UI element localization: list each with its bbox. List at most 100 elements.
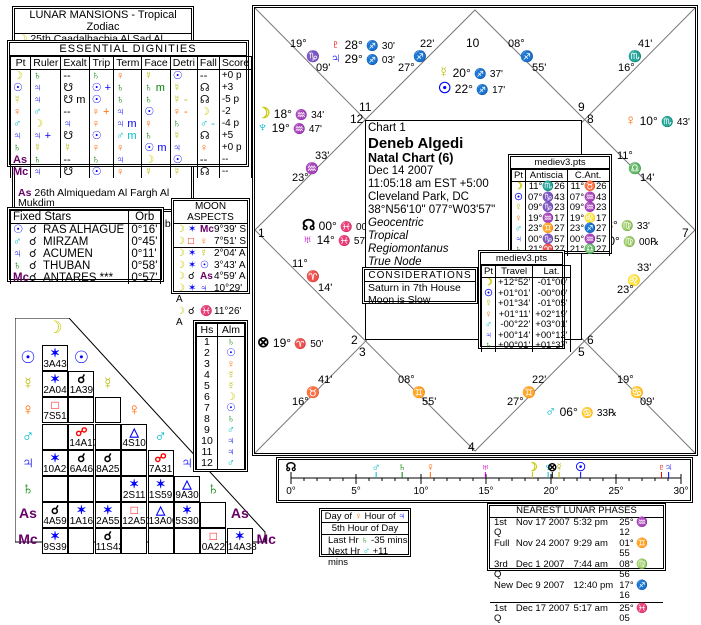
antiscia-title: mediev3.pts	[511, 157, 609, 169]
dignity-cell: ♀ +	[88, 106, 115, 118]
aspect-cell: △9A30	[174, 476, 200, 502]
planet-icon: ☉	[511, 192, 526, 203]
column-header: Ruler	[30, 56, 62, 70]
almuten-icon: ♃	[216, 436, 246, 447]
chart-planet: ♀ 10° ♏ 43'	[625, 112, 690, 129]
house-number: 1	[258, 226, 265, 240]
ruler-planet-icon: ♇	[657, 460, 666, 474]
phase-name: 1st Q	[494, 516, 507, 538]
column-header: Orb	[128, 210, 161, 224]
aspect-cell: ✶9S39	[42, 528, 68, 555]
day-hour-row: Day of ♀ Hour of ♃	[322, 511, 408, 523]
cusp-label: 09'	[640, 396, 655, 408]
dignity-cell: As	[9, 154, 32, 166]
aspect-grid-frame	[15, 318, 266, 543]
chart-planet: ☿ 20° ♐ 37'	[438, 64, 503, 81]
planet-icon: Mc	[13, 272, 29, 284]
last-hour-value: -35 mins	[371, 535, 408, 546]
almuten-icon: ☿	[216, 381, 246, 392]
cusp-label: 08°	[508, 38, 525, 50]
moon-aspects-list: ☽✶Mc9°39' S☽□♀7°51' S☽✶☿2°04' A☽✶☉3°43' …	[174, 224, 247, 329]
column-header: Term	[113, 56, 143, 70]
mansion-point-icon: ☽	[18, 33, 28, 45]
planet-sign: ♍	[623, 237, 636, 248]
aspect-cell: ✶2A55	[94, 502, 121, 529]
aspect-icon: ✶	[188, 248, 197, 259]
dignity-cell: ☉ m	[141, 142, 171, 154]
column-header: Pt	[9, 56, 32, 70]
dignity-cell: ♀	[88, 118, 115, 130]
dignity-row: As♄--♄♃☽☉----	[9, 154, 253, 166]
aspect-cell: ☌4A59	[42, 502, 68, 529]
chart-planet: ⊗ 19° ♈ 50'	[257, 333, 323, 351]
dignity-cell: ♂	[30, 106, 62, 118]
diagonal-planet-icon: ♀	[127, 400, 141, 420]
dignity-cell: ☊	[196, 130, 220, 142]
column-header: Travel	[494, 265, 534, 278]
house-number: 8	[587, 112, 594, 126]
aspect-icon: ✶	[49, 346, 61, 360]
phase-time: 7:44 am	[573, 558, 608, 570]
cusp-label: 23°	[617, 284, 634, 296]
dignity-cell: ♀ -	[169, 106, 198, 118]
dignity-cell: ☉	[169, 69, 198, 82]
aspect-orb: 2°04' A	[214, 248, 246, 259]
diagonal-planet-icon: ♂	[154, 426, 167, 446]
cusp-label: 19°	[617, 374, 634, 386]
dignity-cell: --	[218, 154, 253, 166]
aspect-orb: 7°51' S	[214, 235, 247, 247]
fixed-star-row: Mc☌ANTARES ***0°57'	[9, 272, 161, 284]
mansion-name: 26th Almiquedam Al Fargh Al Mukdim	[18, 186, 170, 209]
star-orb: 0°57'	[128, 272, 161, 284]
diagonal-planet-icon: ☿	[101, 374, 115, 394]
planet-icon: ☉	[200, 259, 209, 271]
aspect-cell: ✶2A04	[42, 371, 68, 398]
phase-time: 5:32 pm	[573, 516, 608, 528]
aspect-orb: 0A22	[201, 542, 226, 554]
house-number: 7	[682, 226, 689, 240]
house-number: 2	[351, 333, 358, 347]
ruler-tick-label: 5°	[351, 486, 361, 497]
dignity-cell: ♃	[30, 82, 62, 94]
dignity-cell: ☽	[30, 118, 62, 130]
planet-degree: 10°	[639, 114, 658, 128]
planet-sign: ♐	[474, 69, 487, 80]
day-of-label: Day of	[324, 511, 353, 522]
moon-aspect-row: ☽✶☿2°04' A	[174, 248, 247, 260]
almuten-row: 6☽	[196, 392, 246, 403]
cusp-label: 55'	[532, 62, 547, 74]
phase-name: 3rd Q	[494, 558, 508, 580]
planet-minutes: 33'	[636, 221, 650, 232]
house-number: 11	[359, 100, 372, 114]
cusp-label: 41'	[318, 374, 333, 386]
planet-icon: ♂	[13, 236, 22, 248]
column-header: Hs	[196, 323, 218, 337]
planet-sign: ♐	[366, 41, 379, 52]
aspect-orb: 5S30	[175, 516, 199, 528]
moon-icon: ☽	[176, 271, 185, 282]
planet-icon: ☉	[438, 80, 452, 97]
cusp-label: ♏	[628, 51, 642, 63]
lunar-phases-title: NEAREST LUNAR PHASES	[490, 505, 663, 518]
cusp-label: 16°	[618, 62, 635, 74]
value-cell: +01°34'	[494, 298, 534, 310]
dignities-title: ESSENTIAL DIGNITIES	[10, 43, 246, 56]
aspect-icon: ☌	[77, 450, 86, 465]
planet-icon: ☿	[200, 248, 208, 259]
aspect-icon: ☍	[154, 450, 167, 465]
value-cell: 11°♉26	[566, 181, 610, 193]
aspect-icon: ✶	[49, 450, 61, 465]
aspect-orb: 10A29	[43, 463, 72, 475]
almuten-icon: ☉	[216, 348, 246, 359]
aspect-icon: ✶	[181, 503, 193, 518]
dignity-row: ♀♂--♀ +♃☉♀ -☽-2	[9, 106, 253, 118]
dignity-cell: ♄	[141, 94, 171, 106]
planet-degree: 20°	[452, 66, 471, 80]
dignity-cell: --	[60, 69, 90, 82]
